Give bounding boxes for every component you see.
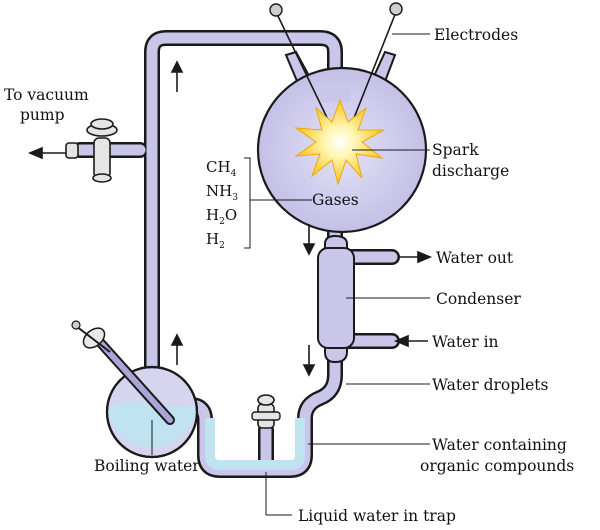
label-electrodes: Electrodes: [434, 26, 518, 44]
label-spark-2: discharge: [432, 162, 509, 180]
flow-arrows: [27, 60, 433, 377]
label-gases: Gases: [312, 191, 359, 209]
label-water-in: Water in: [432, 333, 499, 351]
trap-stopcock-icon: [251, 394, 281, 429]
labels: Electrodes To vacuum pump Spark discharg…: [4, 26, 574, 525]
electrode-wires: [269, 2, 403, 129]
trap-water: [205, 418, 305, 470]
label-to-vacuum-1: To vacuum: [4, 86, 89, 104]
label-spark-1: Spark: [432, 141, 479, 159]
electrode-tip-right-icon: [389, 2, 403, 16]
label-liquid-water-trap: Liquid water in trap: [298, 507, 456, 525]
vacuum-stopcock-icon: [65, 118, 118, 183]
label-boiling-water: Boiling water: [94, 457, 200, 475]
label-water-containing-2: organic compounds: [420, 457, 574, 475]
spark-icon: [294, 98, 385, 186]
formula-h2: H2: [206, 230, 225, 251]
label-water-droplets: Water droplets: [432, 376, 549, 394]
label-water-out: Water out: [436, 249, 514, 267]
boiling-flask: [71, 320, 199, 459]
formula-nh3: NH3: [206, 182, 238, 203]
condenser: [317, 234, 355, 364]
formula-ch4: CH4: [206, 158, 237, 179]
formula-h2o: H2O: [206, 206, 237, 227]
leader-lines: [151, 33, 430, 516]
label-water-containing-1: Water containing: [432, 436, 567, 454]
label-to-vacuum-2: pump: [20, 106, 65, 124]
label-condenser: Condenser: [436, 290, 521, 308]
electrode-tip-left-icon: [269, 3, 283, 17]
